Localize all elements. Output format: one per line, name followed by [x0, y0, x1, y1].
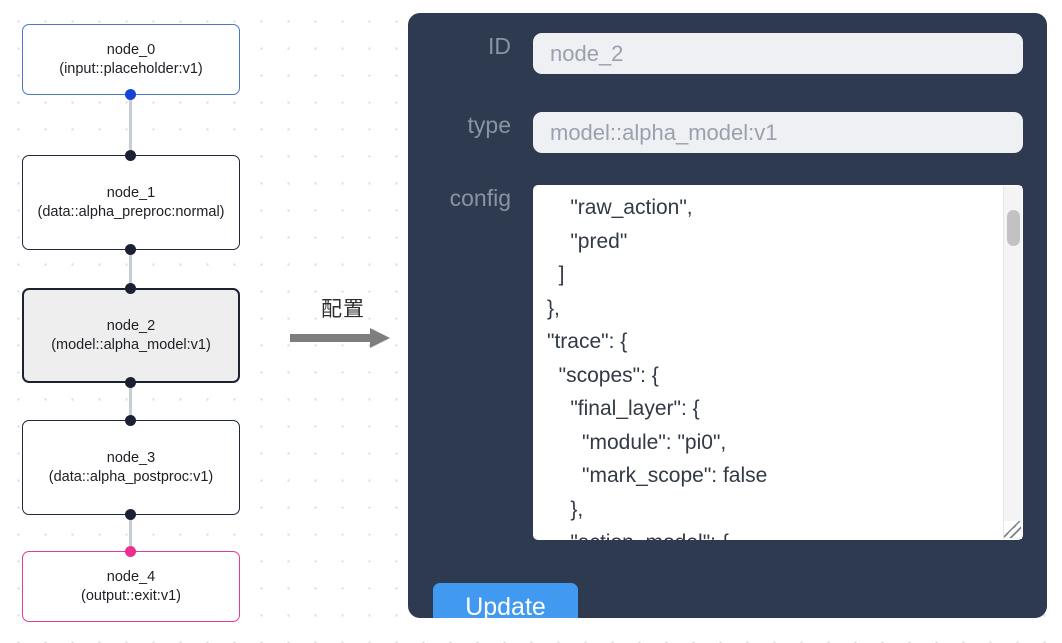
config-field-label: config — [449, 185, 511, 211]
node-node_2[interactable]: node_2 (model::alpha_model:v1) — [22, 288, 240, 383]
node-node_0[interactable]: node_0 (input::placeholder:v1) — [22, 24, 240, 95]
node-handle-node_2-target[interactable] — [124, 283, 136, 294]
config-scrollbar[interactable] — [1003, 186, 1022, 539]
node-label: node_0 (input::placeholder:v1) — [59, 41, 203, 77]
right-arrow-icon — [288, 328, 398, 348]
type-field-label: type — [467, 112, 511, 138]
id-field-label: ID — [488, 33, 511, 59]
field-row-id: ID — [408, 33, 1047, 74]
node-label: node_1 (data::alpha_preproc:normal) — [37, 184, 225, 220]
node-node_1[interactable]: node_1 (data::alpha_preproc:normal) — [22, 155, 240, 250]
annotation-configure: 配置 — [288, 296, 398, 348]
update-button[interactable]: Update — [433, 583, 578, 618]
field-row-config: config — [408, 185, 1047, 540]
node-handle-node_4-target[interactable] — [124, 546, 136, 557]
node-handle-node_0-source[interactable] — [124, 89, 136, 100]
node-node_4[interactable]: node_4 (output::exit:v1) — [22, 551, 240, 622]
node-handle-node_1-source[interactable] — [124, 244, 136, 255]
config-textarea[interactable] — [533, 185, 1023, 540]
node-handle-node_3-source[interactable] — [124, 509, 136, 520]
node-label: node_4 (output::exit:v1) — [81, 568, 181, 604]
node-label: node_3 (data::alpha_postproc:v1) — [48, 449, 214, 485]
edge-node2-node3 — [129, 382, 132, 425]
annotation-label: 配置 — [321, 297, 365, 321]
arrow-shaft — [290, 334, 372, 342]
config-editor — [533, 185, 1023, 540]
node-inspector-panel: ID type config Update — [408, 13, 1047, 618]
type-input[interactable] — [533, 112, 1023, 153]
node-node_3[interactable]: node_3 (data::alpha_postproc:v1) — [22, 420, 240, 515]
node-graph: node_0 (input::placeholder:v1) node_1 (d… — [0, 0, 400, 643]
node-handle-node_1-target[interactable] — [124, 150, 136, 161]
field-row-type: type — [408, 112, 1047, 153]
resize-grip-icon[interactable] — [1004, 521, 1021, 538]
node-handle-node_2-source[interactable] — [124, 377, 136, 388]
node-label: node_2 (model::alpha_model:v1) — [51, 317, 211, 353]
id-input[interactable] — [533, 33, 1023, 74]
edge-node1-node2 — [129, 249, 132, 293]
edge-node0-node1 — [129, 94, 132, 160]
arrow-head — [370, 328, 390, 348]
node-handle-node_3-target[interactable] — [124, 415, 136, 426]
config-scrollbar-thumb[interactable] — [1007, 210, 1020, 246]
edge-node3-node4 — [129, 514, 132, 556]
